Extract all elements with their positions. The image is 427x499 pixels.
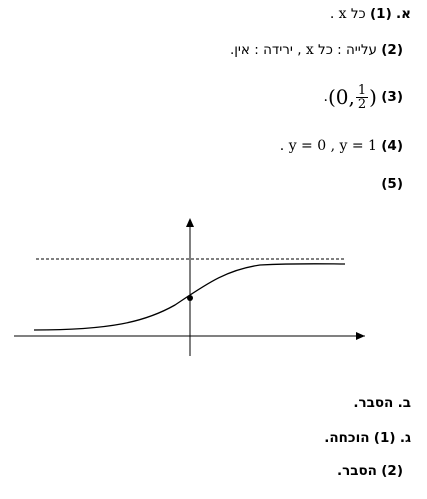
part-g2-text: הסבר.: [337, 463, 377, 479]
part-b-label: ב.: [397, 395, 411, 411]
item-number-5: (5): [381, 176, 403, 192]
answer-line-2: (2) עלייה : כל x , ירידה : אין.: [230, 42, 403, 58]
item-number-3: (3): [381, 89, 403, 105]
line2-text-a: עלייה :: [337, 42, 377, 58]
fraction-numerator: 1: [355, 82, 369, 98]
part-g-number: (1): [373, 430, 396, 446]
item-number-4: (4): [381, 138, 403, 154]
fraction-denominator: 2: [357, 96, 367, 112]
part-g2-line: (2) הסבר.: [337, 463, 403, 479]
line1-text: כל: [350, 6, 366, 22]
paren-open: (0,: [327, 85, 355, 109]
asymptotes: . y = 0 , y = 1: [280, 138, 377, 154]
part-g2-number: (2): [381, 463, 403, 479]
item-number-2: (2): [381, 42, 403, 58]
y-axis-arrow-icon: [186, 218, 194, 227]
line3-end: .: [323, 89, 328, 105]
part-b-text: הסבר.: [353, 395, 394, 411]
line1-var-x: x: [338, 6, 347, 22]
asymptote-y1: y = 1: [339, 138, 377, 154]
part-g-line: ג. (1) הוכחה.: [324, 430, 411, 446]
part-b-line: ב. הסבר.: [353, 395, 411, 411]
y-intercept-point: [187, 295, 193, 301]
line2-text-b: כל: [318, 42, 333, 58]
answer-line-1: א. (1) כל x .: [330, 6, 411, 22]
asymptote-y0: y = 0: [288, 138, 327, 154]
item-number-1: (1): [369, 6, 392, 22]
line4-end: .: [279, 138, 285, 154]
answer-line-4: (4) . y = 0 , y = 1: [280, 138, 403, 154]
part-a-label: א.: [396, 6, 411, 22]
line2-var-x: x: [305, 42, 314, 58]
answer-line-5: (5): [381, 176, 403, 192]
asymptote-sep: ,: [330, 138, 336, 154]
paren-close: ): [369, 85, 377, 109]
sigmoid-curve: [33, 263, 346, 331]
x-axis-arrow-icon: [356, 332, 365, 340]
part-g-label: ג.: [399, 430, 411, 446]
part-g-text: הוכחה.: [324, 430, 370, 446]
line1-end: .: [329, 6, 335, 22]
line2-text-c: , ירידה : אין.: [229, 42, 302, 58]
